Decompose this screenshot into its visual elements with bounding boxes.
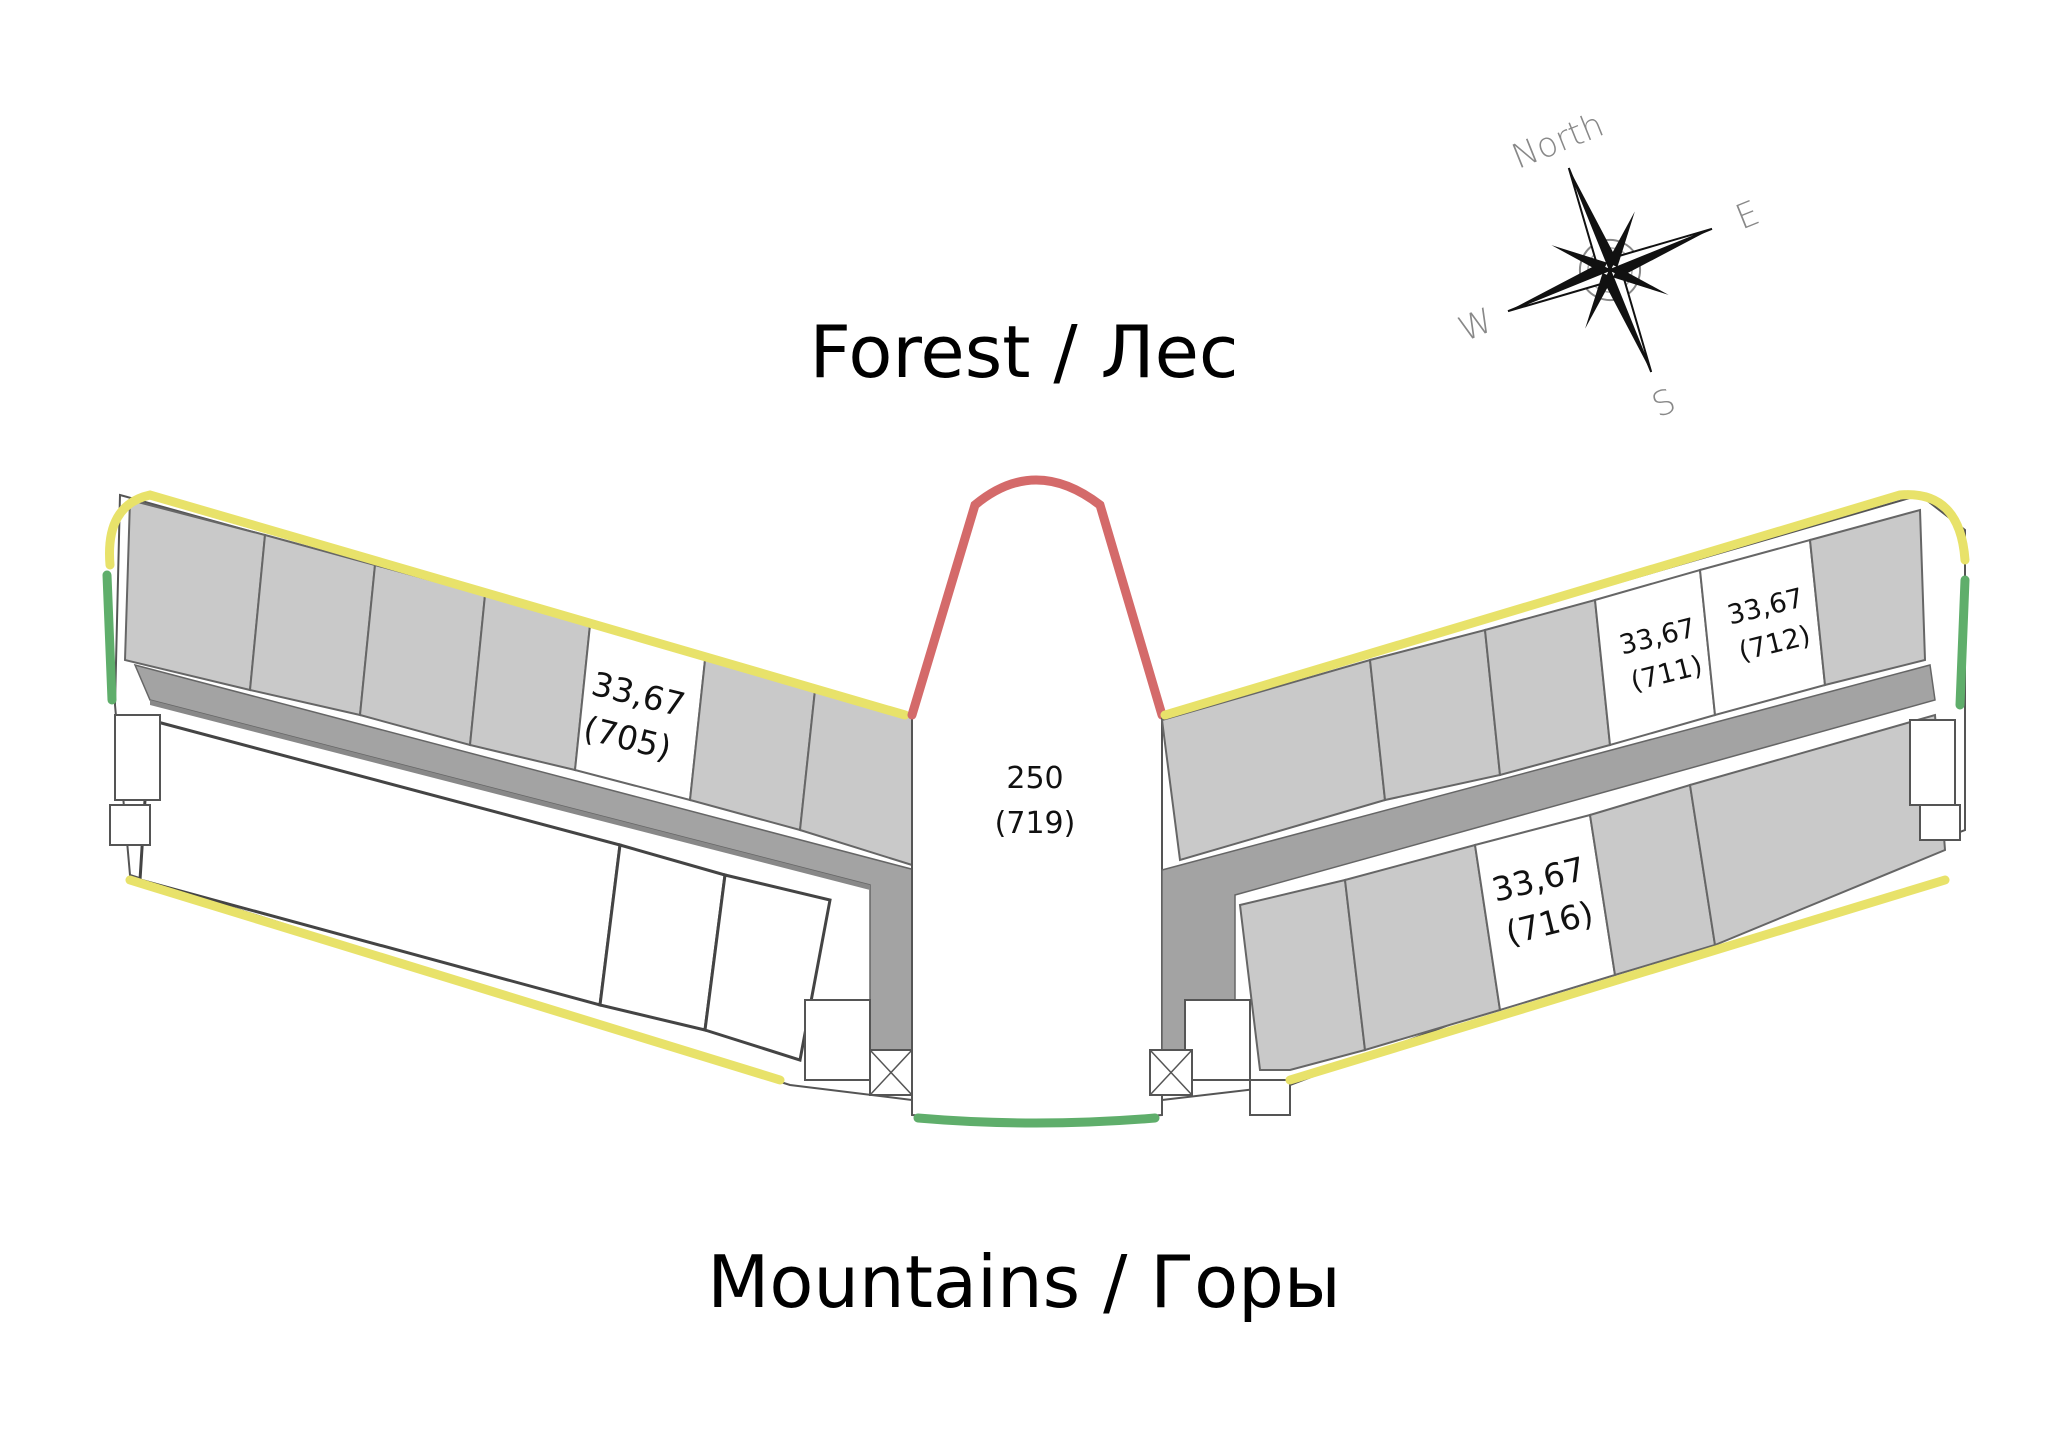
compass-star-icon	[1568, 168, 1616, 270]
south-space	[703, 873, 832, 1062]
left-wing	[102, 490, 916, 1102]
room	[1808, 508, 1927, 687]
view-strip-north-right	[1160, 490, 1970, 720]
unit-719-area: 250	[1006, 761, 1063, 796]
stair-block	[804, 999, 871, 1081]
room	[1238, 878, 1367, 1071]
south-space	[598, 843, 727, 1032]
view-strip-south-right	[1285, 875, 1950, 1085]
view-strip-tower-north	[907, 475, 1167, 720]
right-wing	[1149, 490, 1970, 1116]
unit-719-number: (719)	[995, 806, 1076, 841]
room	[358, 563, 487, 747]
lift-block	[109, 804, 151, 846]
mountains-label: Mountains / Горы	[707, 1240, 1341, 1324]
room	[248, 533, 377, 717]
view-strip-north-left	[105, 490, 910, 720]
room	[1368, 628, 1502, 802]
stair-block	[1909, 719, 1956, 806]
stair-block	[114, 714, 161, 801]
unit-label-719: 250 (719)	[995, 761, 1076, 841]
lift-block	[1919, 804, 1961, 841]
center-tower	[907, 475, 1167, 1128]
stair-block	[1184, 999, 1251, 1081]
compass-east-label: E	[1730, 193, 1765, 238]
view-strip-east-right	[1955, 575, 1970, 710]
view-strip-south-left	[125, 875, 785, 1085]
compass-north-label: North	[1506, 105, 1609, 178]
compass-rose: North E W S	[1453, 105, 1765, 426]
room	[1483, 598, 1612, 777]
forest-label: Forest / Лес	[809, 310, 1239, 394]
lift-block	[1249, 1079, 1291, 1116]
left-corridor-lower	[150, 700, 870, 890]
room	[1688, 713, 1947, 947]
view-strip-west-left	[102, 570, 117, 705]
view-strip-tower-south	[913, 1113, 1160, 1128]
